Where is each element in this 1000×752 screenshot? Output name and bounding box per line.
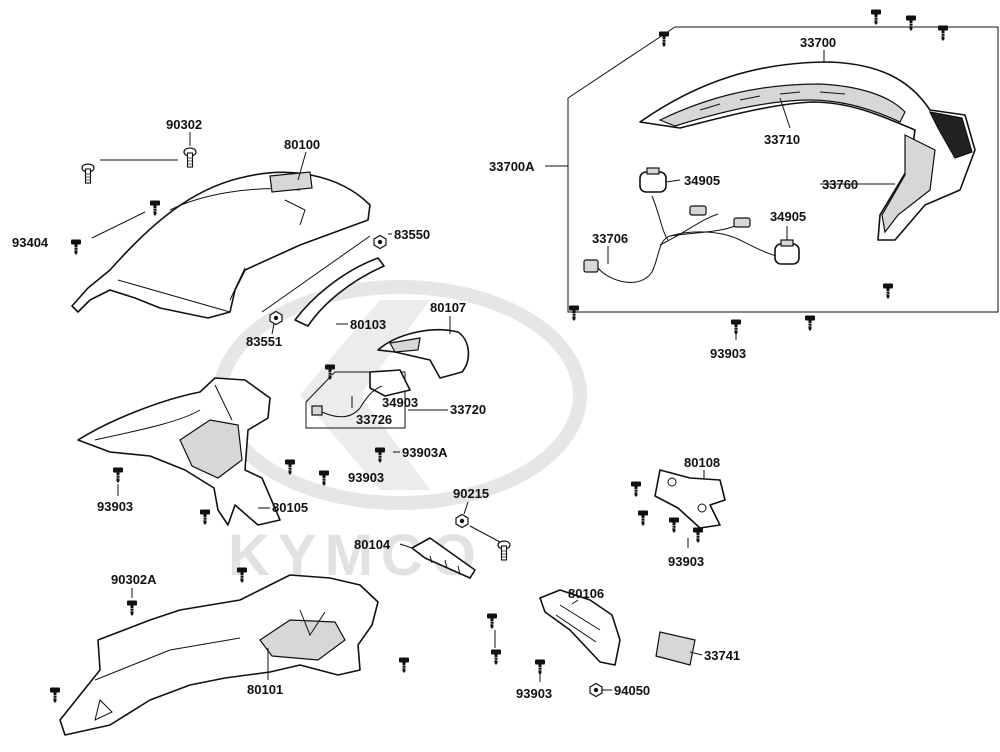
- screw-icon: [905, 15, 917, 32]
- nut-icon: [589, 682, 603, 698]
- screw-icon: [318, 470, 330, 487]
- part-80107-cover: [377, 328, 470, 379]
- bolt-icon: [81, 163, 95, 184]
- label-33726: 33726: [356, 412, 392, 427]
- screw-icon: [199, 509, 211, 526]
- part-80100-rear-fender: [71, 171, 371, 319]
- part-80101-mud-guard: [59, 574, 379, 736]
- label-93903-d: 93903: [668, 554, 704, 569]
- part-33726-socket: [311, 369, 411, 418]
- label-83551: 83551: [246, 334, 282, 349]
- screw-icon: [692, 527, 704, 544]
- part-80106-bracket: [539, 589, 621, 666]
- screw-icon: [937, 25, 949, 42]
- label-93903-a: 93903: [348, 470, 384, 485]
- label-80105: 80105: [272, 500, 308, 515]
- label-33720: 33720: [450, 402, 486, 417]
- part-33700-tail-light: [639, 61, 976, 241]
- label-33700: 33700: [800, 35, 836, 50]
- label-80108: 80108: [684, 455, 720, 470]
- nut-icon: [269, 310, 283, 326]
- nut-icon: [455, 513, 469, 529]
- label-80106: 80106: [568, 586, 604, 601]
- screw-icon: [658, 31, 670, 48]
- label-93903-b: 93903: [97, 499, 133, 514]
- label-90302A: 90302A: [111, 572, 157, 587]
- screw-icon: [804, 315, 816, 332]
- label-33700A: 33700A: [489, 159, 535, 174]
- assembly-box-33700A: [567, 26, 999, 313]
- part-80104-bracket: [411, 537, 476, 579]
- screw-icon: [49, 687, 61, 704]
- label-80107: 80107: [430, 300, 466, 315]
- label-80100: 80100: [284, 137, 320, 152]
- screw-icon: [730, 319, 742, 336]
- screw-icon: [149, 200, 161, 217]
- label-94050: 94050: [614, 683, 650, 698]
- screw-icon: [398, 657, 410, 674]
- screw-icon: [870, 9, 882, 26]
- screw-icon: [112, 467, 124, 484]
- label-33741: 33741: [704, 648, 740, 663]
- label-93903-c: 93903: [516, 686, 552, 701]
- label-80104: 80104: [354, 537, 391, 552]
- screw-icon: [637, 510, 649, 527]
- label-80101: 80101: [247, 682, 283, 697]
- screw-icon: [668, 517, 680, 534]
- part-80103-seal-strip: [294, 257, 385, 327]
- bolt-icon: [183, 147, 197, 168]
- screw-icon: [568, 305, 580, 322]
- screw-icon: [486, 613, 498, 630]
- label-93903A: 93903A: [402, 445, 448, 460]
- screw-icon: [70, 239, 82, 256]
- screw-icon: [882, 283, 894, 300]
- part-34905-bulb-a: [639, 167, 667, 193]
- part-33741-reflector: [655, 631, 696, 666]
- label-90215: 90215: [453, 486, 489, 501]
- label-93903-e: 93903: [710, 346, 746, 361]
- label-34905-b: 34905: [770, 209, 806, 224]
- label-33760: 33760: [822, 177, 858, 192]
- part-80105-inner-fender: [77, 377, 281, 526]
- label-34903: 34903: [382, 395, 418, 410]
- screw-icon: [126, 600, 138, 617]
- screw-icon: [490, 649, 502, 666]
- label-90302: 90302: [166, 117, 202, 132]
- part-80108-plate-bracket: [654, 469, 726, 529]
- screw-icon: [630, 481, 642, 498]
- part-34905-bulb-b: [774, 239, 800, 265]
- watermark-logo: KYMCO: [213, 280, 587, 588]
- label-34905-a: 34905: [684, 173, 720, 188]
- nut-icon: [373, 234, 387, 250]
- part-33706-harness: [583, 195, 791, 283]
- label-80103: 80103: [350, 317, 386, 332]
- label-93404: 93404: [12, 235, 49, 250]
- label-33706: 33706: [592, 231, 628, 246]
- label-83550: 83550: [394, 227, 430, 242]
- bolt-icon: [497, 540, 511, 561]
- screw-icon: [534, 659, 546, 676]
- label-33710: 33710: [764, 132, 800, 147]
